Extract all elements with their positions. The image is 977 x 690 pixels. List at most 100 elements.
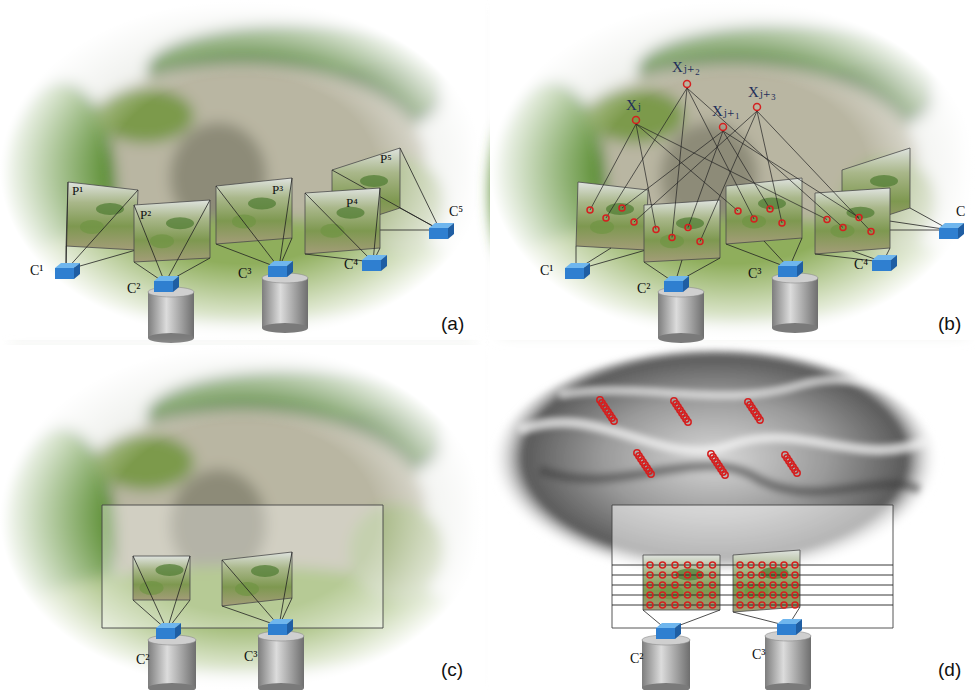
feature-point <box>792 582 798 588</box>
feature-point <box>710 572 716 578</box>
feature-point <box>735 208 741 214</box>
image-detail <box>870 175 898 187</box>
image-detail <box>847 207 875 219</box>
feature-point <box>697 602 703 608</box>
feature-point <box>737 572 743 578</box>
image-label: P³ <box>272 183 283 196</box>
feature-point <box>647 592 653 598</box>
image-detail <box>140 581 164 595</box>
feature-point <box>748 562 754 568</box>
camera <box>584 263 590 279</box>
camera-label: C¹ <box>540 264 554 278</box>
image-detail <box>150 234 174 248</box>
tripod <box>258 683 304 690</box>
camera-label: C¹ <box>30 264 44 278</box>
feature-point <box>647 572 653 578</box>
feature-point <box>770 602 776 608</box>
camera-label: C <box>956 205 965 219</box>
camera-label: C⁴ <box>344 258 358 272</box>
feature-point <box>792 562 798 568</box>
tripod <box>262 278 308 328</box>
feature-point <box>685 572 691 578</box>
feature-point <box>633 117 640 124</box>
camera <box>796 619 802 635</box>
feature-point <box>759 562 765 568</box>
feature-point <box>770 582 776 588</box>
feature-point <box>792 572 798 578</box>
point-label: Xⱼ₊₁ <box>712 104 740 119</box>
camera <box>891 255 897 271</box>
tripod <box>148 333 194 343</box>
camera <box>287 619 293 635</box>
feature-point <box>781 602 787 608</box>
point-label: Xⱼ₊₃ <box>748 85 776 100</box>
tripod <box>658 333 704 343</box>
image-plane <box>133 556 190 600</box>
feature-point <box>697 582 703 588</box>
tripod <box>658 292 704 338</box>
feature-point <box>648 471 654 477</box>
ray <box>606 88 687 218</box>
ray <box>216 244 279 268</box>
camera <box>565 268 584 279</box>
camera <box>268 624 287 635</box>
feature-point <box>840 225 846 231</box>
camera-label: C² <box>630 652 644 666</box>
depth-band <box>520 422 930 450</box>
feature-point <box>685 225 691 231</box>
epipolar-line <box>612 585 893 586</box>
feature-point <box>868 229 874 235</box>
feature-point <box>722 472 728 478</box>
camera <box>778 266 797 277</box>
feature-point <box>660 602 666 608</box>
feature-point <box>856 215 862 221</box>
feature-point <box>685 602 691 608</box>
ray <box>167 556 190 630</box>
feature-point <box>603 215 609 221</box>
camera <box>175 623 181 639</box>
ray <box>688 131 723 228</box>
camera <box>448 223 454 239</box>
feature-point <box>737 582 743 588</box>
feature-point <box>672 582 678 588</box>
tripod <box>772 323 818 333</box>
feature-point <box>781 592 787 598</box>
image-detail <box>321 224 345 238</box>
feature-point <box>759 602 765 608</box>
feature-point <box>672 572 678 578</box>
camera <box>362 260 381 271</box>
feature-point <box>792 602 798 608</box>
camera <box>173 276 179 292</box>
camera-label: C³ <box>238 267 252 281</box>
ray <box>133 556 167 630</box>
image-label: P² <box>140 208 151 221</box>
camera <box>872 260 891 271</box>
feature-point <box>660 592 666 598</box>
image-plane <box>216 178 292 244</box>
depth-band <box>540 466 920 492</box>
feature-point <box>759 572 765 578</box>
feature-point <box>647 562 653 568</box>
image-detail <box>742 215 766 229</box>
image-plane <box>644 200 720 262</box>
ray <box>672 88 687 238</box>
image-label: P⁵ <box>380 152 392 165</box>
feature-point <box>794 470 800 476</box>
image-plane <box>815 188 890 254</box>
image-plane <box>733 550 800 612</box>
feature-point <box>767 206 773 212</box>
panel-letter: (b) <box>938 314 961 333</box>
camera <box>429 228 448 239</box>
feature-point <box>720 124 727 131</box>
image-detail <box>676 217 704 229</box>
feature-point <box>770 572 776 578</box>
feature-point <box>781 572 787 578</box>
feature-point <box>611 418 617 424</box>
image-detail <box>156 564 184 576</box>
tripod <box>262 323 308 333</box>
feature-point <box>697 592 703 598</box>
feature-point <box>684 81 691 88</box>
image-detail <box>96 203 124 215</box>
image-plane <box>576 182 648 250</box>
